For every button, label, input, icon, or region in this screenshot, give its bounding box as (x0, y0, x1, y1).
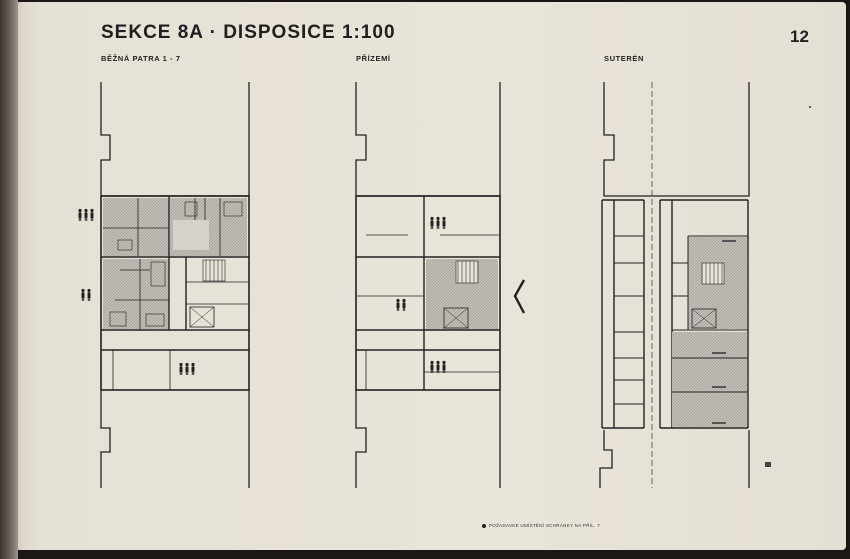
ground-floor-label: PŘÍZEMÍ (356, 54, 391, 63)
basement-plan (599, 82, 771, 488)
bullet-icon (482, 523, 486, 528)
basement-label: SUTERÉN (604, 54, 645, 63)
book-gutter (0, 0, 18, 559)
typical-floor-label: BĚŽNÁ PATRA 1 - 7 (101, 54, 181, 63)
page-number: 12 (790, 27, 809, 46)
typical-floor-plan (78, 82, 250, 488)
footnote: POŽADAVKE UMÍSTĚNÍ SCHRÁNKY NA PŘÍL. 7 (482, 523, 600, 528)
ground-floor-plan (355, 82, 526, 488)
page-title: SEKCE 8A · DISPOSICE 1:100 (101, 22, 396, 43)
footnote-text: POŽADAVKE UMÍSTĚNÍ SCHRÁNKY NA PŘÍL. 7 (489, 523, 601, 528)
